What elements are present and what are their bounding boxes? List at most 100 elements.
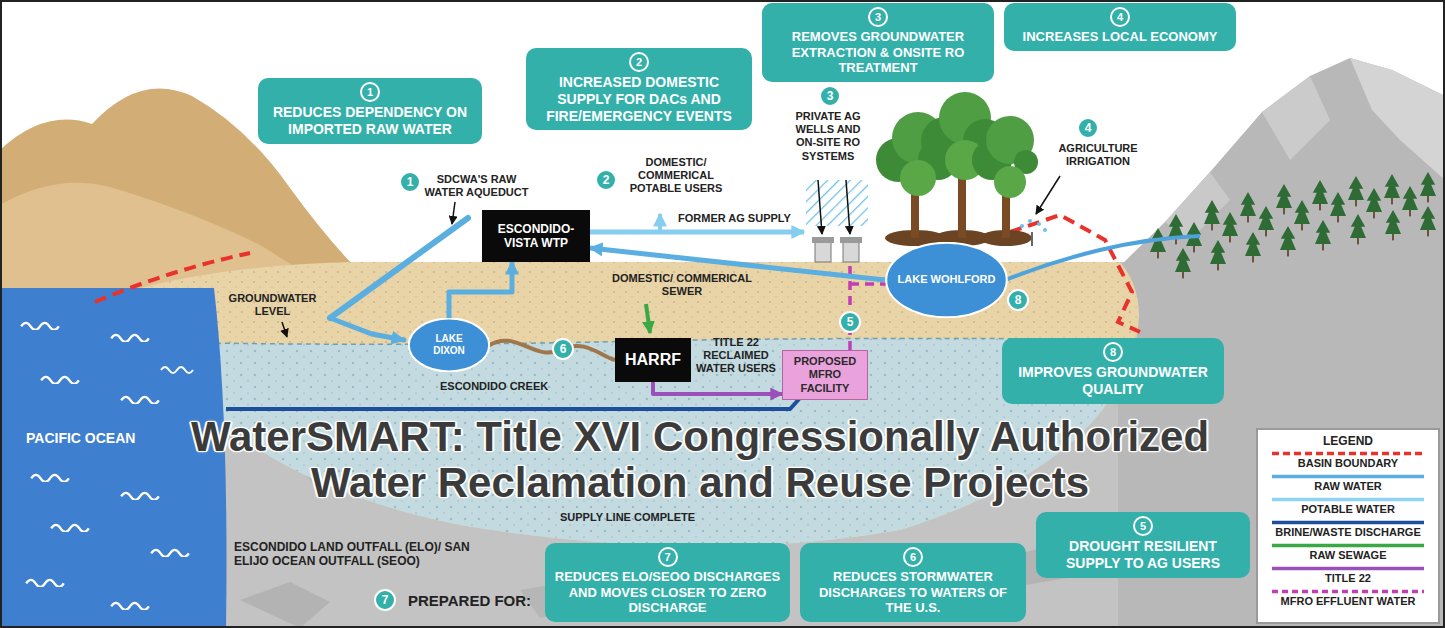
potable-water-pipe bbox=[590, 230, 804, 235]
forest bbox=[1366, 188, 1382, 218]
annotation-label: ESCONDIDO LAND OUTFALL (ELO)/ SAN ELIJO … bbox=[234, 540, 504, 569]
orchard-tree bbox=[900, 160, 936, 196]
stream bbox=[1000, 236, 1200, 282]
forest bbox=[1150, 172, 1436, 278]
node-text: ESCONDIDO-VISTA WTP bbox=[488, 222, 584, 251]
ocean bbox=[21, 323, 59, 330]
legend-line-sample bbox=[1272, 498, 1424, 502]
pipeline-connector bbox=[449, 262, 512, 318]
legend-entry: MFRO EFFLUENT WATER bbox=[1264, 588, 1432, 608]
legend-text: MFRO EFFLUENT WATER bbox=[1264, 595, 1432, 608]
stream bbox=[1000, 236, 1200, 282]
sewer-arrow bbox=[646, 304, 650, 333]
legend-entry: RAW SEWAGE bbox=[1264, 542, 1432, 562]
basin-boundary bbox=[1010, 215, 1140, 332]
annotation-label: ESCONDIDO CREEK bbox=[440, 380, 570, 393]
callout-number: 3 bbox=[819, 85, 841, 107]
ocean bbox=[111, 335, 149, 342]
node-text: HARRF bbox=[625, 350, 681, 369]
legend-text: TITLE 22 bbox=[1264, 572, 1432, 585]
lake-outline bbox=[886, 243, 1007, 317]
node-text: INCREASES LOCAL ECONOMY bbox=[1023, 29, 1218, 45]
forest bbox=[1175, 248, 1191, 278]
legend-line-sample bbox=[1272, 521, 1424, 525]
forest bbox=[1150, 228, 1166, 258]
annotation-label: AGRICULTURE IRRIGATION bbox=[1048, 142, 1148, 168]
legend-text: POTABLE WATER bbox=[1264, 503, 1432, 516]
callout-number: 5 bbox=[839, 311, 861, 333]
callout-number: 2 bbox=[595, 169, 617, 191]
callout-number: 8 bbox=[1007, 289, 1029, 311]
leader-line bbox=[1036, 176, 1060, 214]
forest bbox=[1210, 240, 1226, 270]
potable-water-pipe bbox=[658, 214, 662, 232]
forest bbox=[1280, 226, 1296, 256]
sprinkler bbox=[1020, 224, 1024, 228]
forest bbox=[1294, 200, 1310, 230]
basin-boundary bbox=[95, 253, 250, 302]
lake-ellipse: LAKE DIXON bbox=[408, 318, 490, 372]
forest bbox=[1240, 192, 1256, 222]
legend-entry: TITLE 22 bbox=[1264, 565, 1432, 585]
facility-box: HARRF bbox=[615, 338, 691, 382]
node-text: LAKE WOHLFORD bbox=[898, 273, 996, 286]
sprinkler bbox=[1020, 219, 1047, 246]
rain-hatch bbox=[806, 180, 868, 226]
legend-sample bbox=[1264, 519, 1432, 526]
bedrock bbox=[240, 582, 330, 628]
callout-number: 7 bbox=[374, 589, 396, 611]
facility-box: ESCONDIDO-VISTA WTP bbox=[482, 210, 590, 262]
leader-line bbox=[282, 322, 287, 337]
lake-ellipse: LAKE WOHLFORD bbox=[885, 242, 1008, 318]
annotation-label: GROUNDWATER LEVEL bbox=[225, 292, 320, 318]
forest bbox=[1315, 220, 1331, 250]
forest bbox=[1245, 232, 1261, 262]
mountain-range bbox=[1262, 76, 1330, 160]
annotation-label: DOMESTIC/ COMMERICAL POTABLE USERS bbox=[618, 156, 734, 196]
callout-number: 6 bbox=[903, 547, 923, 567]
ocean bbox=[31, 475, 69, 482]
sprinkler bbox=[1037, 222, 1041, 226]
callout-box: 5DROUGHT RESILIENT SUPPLY TO AG USERS bbox=[1036, 512, 1250, 578]
legend-text: RAW SEWAGE bbox=[1264, 549, 1432, 562]
ag-well bbox=[815, 242, 831, 262]
callout-box: 3REMOVES GROUNDWATER EXTRACTION & ONSITE… bbox=[762, 3, 994, 82]
node-text: IMPROVES GROUNDWATER QUALITY bbox=[1010, 364, 1216, 398]
callout-number: 6 bbox=[552, 338, 574, 360]
leader-line bbox=[818, 180, 822, 234]
ag-well bbox=[812, 237, 834, 243]
ocean bbox=[51, 525, 89, 532]
ag-well bbox=[812, 237, 862, 262]
legend-sample bbox=[1264, 588, 1432, 595]
forest bbox=[1350, 214, 1366, 244]
ag-well bbox=[840, 237, 862, 243]
ocean bbox=[121, 493, 159, 500]
callout-number: 2 bbox=[629, 52, 649, 72]
pipeline-connector bbox=[653, 382, 782, 394]
leader-line bbox=[452, 202, 455, 224]
callout-box: 2INCREASED DOMESTIC SUPPLY FOR DACs AND … bbox=[526, 48, 752, 130]
callout-box: 4INCREASES LOCAL ECONOMY bbox=[1004, 3, 1236, 51]
node-text: INCREASED DOMESTIC SUPPLY FOR DACs AND F… bbox=[534, 74, 744, 124]
legend-sample bbox=[1264, 565, 1432, 572]
callout-number: 7 bbox=[658, 547, 678, 567]
legend-text: RAW WATER bbox=[1264, 480, 1432, 493]
ocean bbox=[111, 603, 149, 610]
basin-boundary bbox=[95, 215, 1140, 332]
mountain-range bbox=[1350, 58, 1445, 180]
node-text: REDUCES DEPENDENCY ON IMPORTED RAW WATER bbox=[266, 104, 474, 138]
legend-entry: BASIN BOUNDARY bbox=[1264, 450, 1432, 470]
forest bbox=[1384, 174, 1400, 204]
leader-line bbox=[846, 180, 850, 234]
forest bbox=[1204, 200, 1220, 230]
legend-line-sample bbox=[1272, 590, 1424, 594]
ocean bbox=[121, 397, 159, 404]
brine-discharge-line bbox=[226, 398, 800, 409]
legend-heading: LEGEND bbox=[1264, 434, 1432, 448]
callout-number: 1 bbox=[360, 82, 380, 102]
legend-sample bbox=[1264, 473, 1432, 480]
forest bbox=[1330, 192, 1346, 222]
annotation-label: TITLE 22 RECLAIMED WATER USERS bbox=[694, 336, 778, 376]
